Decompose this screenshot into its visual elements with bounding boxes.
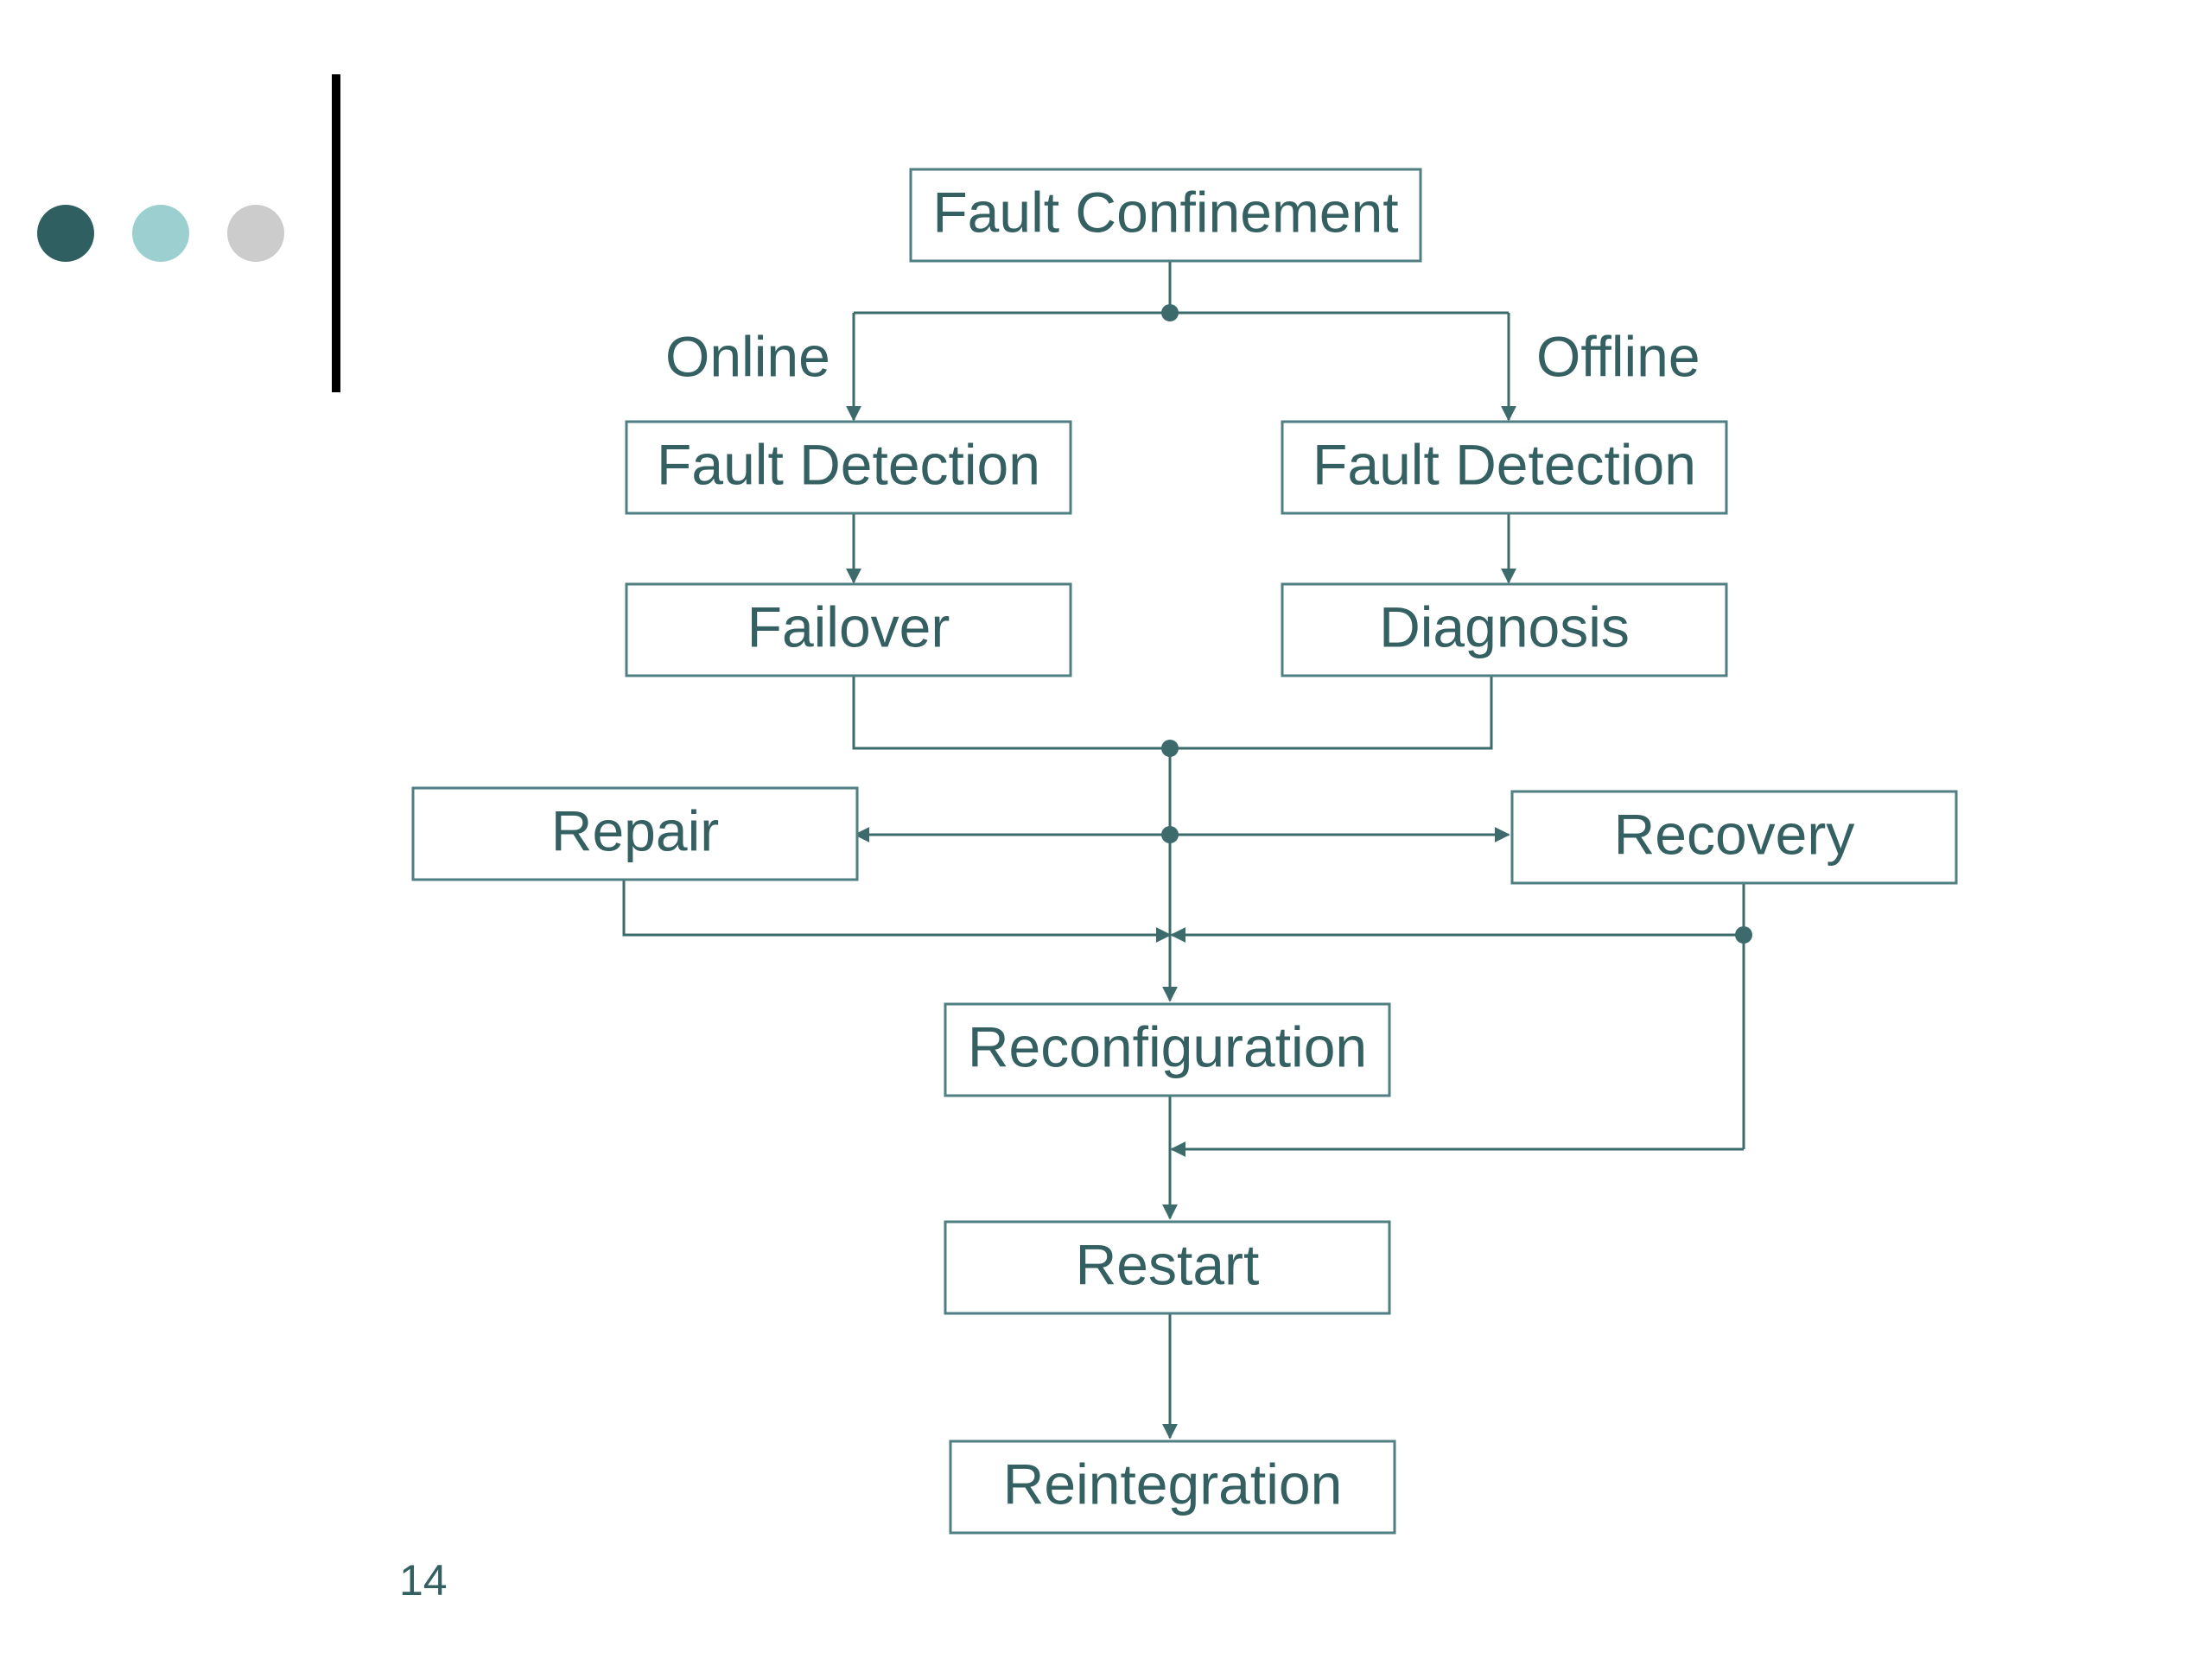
node-label: Repair <box>551 798 719 862</box>
node-label: Diagnosis <box>1379 594 1630 658</box>
node-fault-detection-online: Fault Detection <box>625 420 1072 515</box>
node-reintegration: Reintegration <box>949 1440 1396 1535</box>
node-label: Restart <box>1076 1232 1260 1296</box>
node-failover: Failover <box>625 582 1072 677</box>
connectors <box>622 261 1752 1440</box>
node-repair: Repair <box>411 786 859 881</box>
node-label: Fault Confinement <box>932 180 1398 244</box>
node-label: Fault Detection <box>657 432 1040 496</box>
node-label: Reconfiguration <box>968 1014 1367 1078</box>
edge-label-offline: Offline <box>1536 324 1700 388</box>
decor-dot-gray <box>227 205 284 262</box>
node-reconfiguration: Reconfiguration <box>944 1002 1391 1097</box>
node-diagnosis: Diagnosis <box>1281 582 1728 677</box>
node-label: Recovery <box>1614 802 1855 866</box>
decor-dot-teal <box>132 205 189 262</box>
node-fault-detection-offline: Fault Detection <box>1281 420 1728 515</box>
node-label: Fault Detection <box>1313 432 1696 496</box>
edge-label-online: Online <box>665 324 830 388</box>
node-recovery: Recovery <box>1510 790 1958 885</box>
node-label: Reintegration <box>1003 1452 1343 1516</box>
page-number: 14 <box>399 1556 448 1605</box>
decor-vertical-bar <box>332 74 340 392</box>
node-fault-confinement: Fault Confinement <box>909 168 1422 263</box>
node-label: Failover <box>747 594 950 658</box>
decor-dot-dark <box>37 205 94 262</box>
node-restart: Restart <box>944 1220 1391 1315</box>
